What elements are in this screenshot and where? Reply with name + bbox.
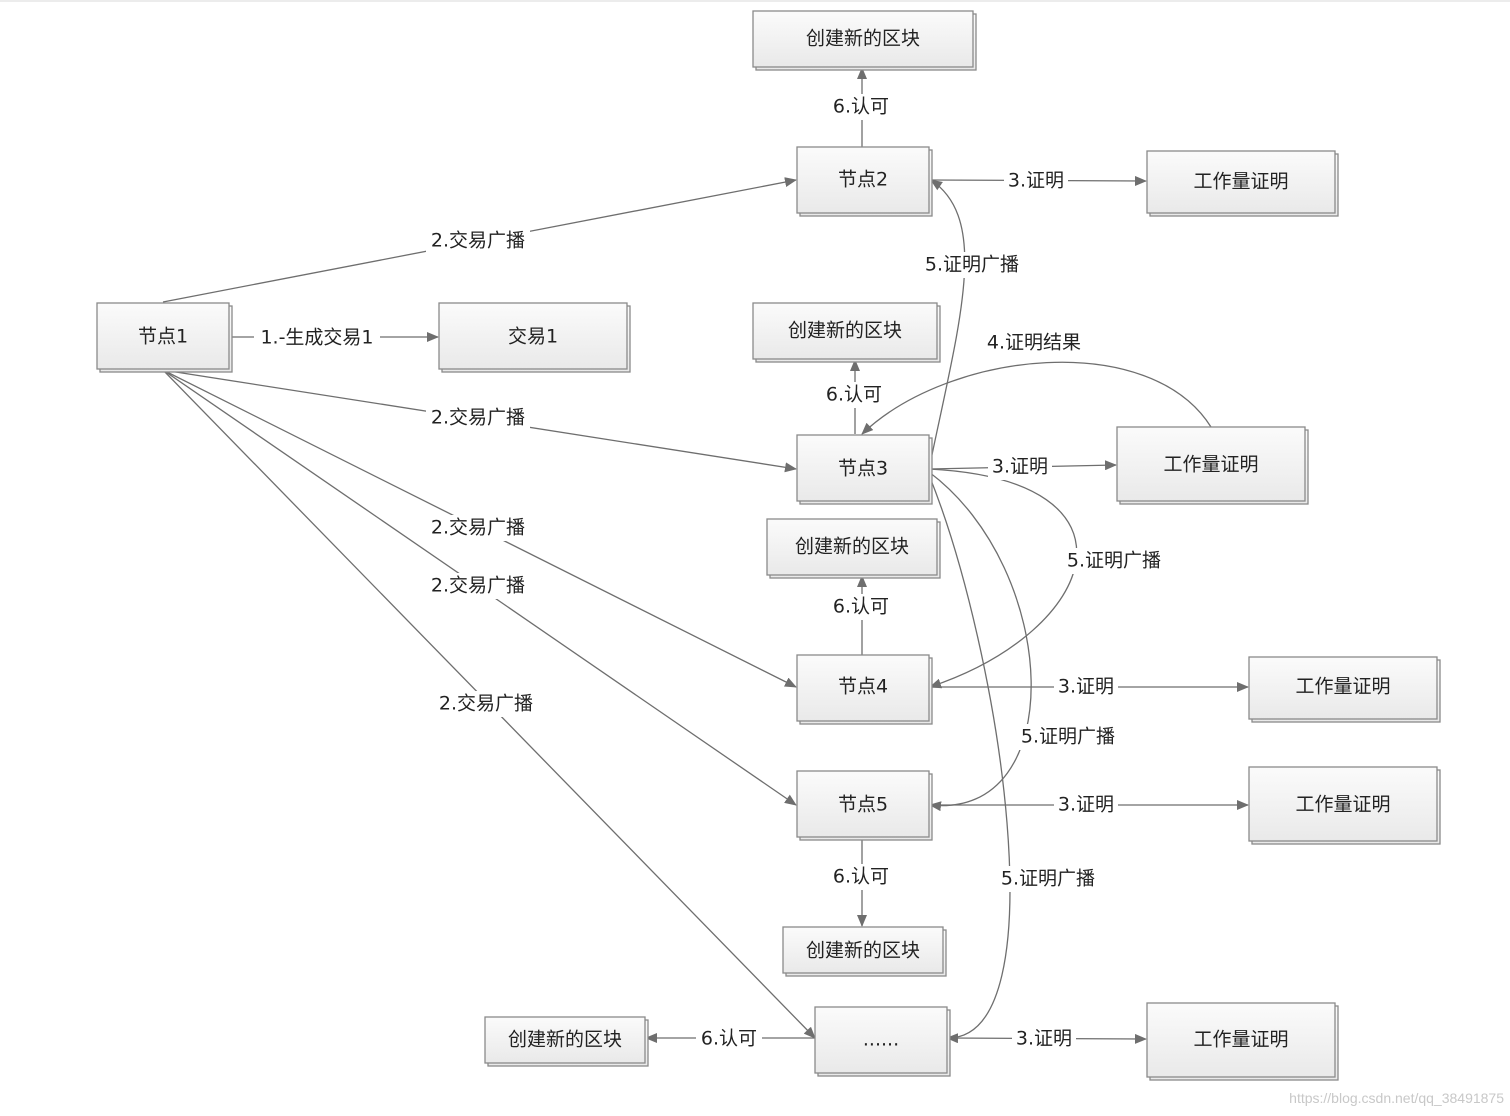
edge-label-text: 2.交易广播 (431, 575, 525, 597)
edge-proof-broadcast-node5 (928, 471, 1032, 812)
edge-label-text: 2.交易广播 (431, 230, 525, 252)
proof-of-work-label: 工作量证明 (1163, 454, 1258, 476)
edge-label-text: 6.认可 (833, 96, 889, 118)
edge-label-text: 6.认可 (833, 866, 889, 888)
edge-label-proof-broadcast-node2: 5.证明广播 (920, 252, 1024, 278)
node-4-label: 节点4 (838, 676, 888, 698)
proof-of-work-label: 工作量证明 (1193, 1029, 1288, 1051)
edge-label-text: 5.证明广播 (925, 254, 1019, 276)
edge-label-prove-node3: 3.证明 (988, 454, 1052, 480)
edge-label-prove-node2: 3.证明 (1004, 168, 1068, 194)
proof-of-work-label: 工作量证明 (1295, 676, 1390, 698)
proof-of-work-node-3-box: 工作量证明 (1116, 426, 1309, 505)
create-block-label: 创建新的区块 (788, 320, 902, 342)
proof-of-work-label: 工作量证明 (1193, 171, 1288, 193)
edge-label-ack-more: 6.认可 (696, 1026, 762, 1052)
node-more-label: ...... (863, 1029, 899, 1051)
node-1-box: 节点1 (96, 302, 233, 373)
node-3-box: 节点3 (796, 434, 933, 505)
edge-label-text: 3.证明 (1008, 170, 1064, 192)
edge-label-generate-transaction: 1.-生成交易1 (254, 324, 380, 350)
create-block-node-3-box: 创建新的区块 (752, 302, 941, 363)
node-5-box: 节点5 (796, 770, 933, 841)
edge-proof-result-node3 (861, 361, 1212, 435)
edge-label-text: 2.交易广播 (439, 693, 533, 715)
create-block-label: 创建新的区块 (806, 940, 920, 962)
node-more-box: ...... (814, 1006, 951, 1077)
edge-label-text: 2.交易广播 (431, 517, 525, 539)
edge-label-broadcast-node4: 2.交易广播 (426, 515, 530, 541)
edge-label-broadcast-node5: 2.交易广播 (426, 573, 530, 599)
edge-label-text: 2.交易广播 (431, 407, 525, 429)
edge-label-prove-node5: 3.证明 (1054, 792, 1118, 818)
edge-proof-broadcast-node2 (928, 179, 966, 470)
edge-label-prove-node4: 3.证明 (1054, 674, 1118, 700)
edge-label-ack-node5: 6.认可 (828, 864, 894, 890)
edge-label-text: 1.-生成交易1 (260, 327, 373, 349)
create-block-label: 创建新的区块 (806, 28, 920, 50)
edge-label-proof-broadcast-more: 5.证明广播 (996, 866, 1100, 892)
transaction-1-label: 交易1 (508, 326, 558, 348)
edge-label-text: 3.证明 (1058, 794, 1114, 816)
edge-label-ack-node4: 6.认可 (828, 594, 894, 620)
edge-proof-broadcast-more (928, 474, 1011, 1044)
edge-label-text: 5.证明广播 (1067, 550, 1161, 572)
node-1-label: 节点1 (138, 326, 188, 348)
edge-label-text: 6.认可 (833, 596, 889, 618)
edge-labels: 1.-生成交易1 2.交易广播 2.交易广播 2.交易广播 2.交易广播 2.交… (254, 94, 1166, 1052)
proof-of-work-node-2-box: 工作量证明 (1146, 150, 1339, 217)
edge-label-text: 3.证明 (992, 456, 1048, 478)
create-block-label: 创建新的区块 (795, 536, 909, 558)
edge-label-ack-node3: 6.认可 (821, 382, 887, 408)
edge-label-proof-result-node3: 4.证明结果 (987, 332, 1081, 354)
nodes: 节点1 交易1 节点2 节点3 节点4 节点5 (96, 10, 1441, 1081)
create-block-node-5-box: 创建新的区块 (782, 926, 947, 977)
edge-label-proof-broadcast-node4: 5.证明广播 (1062, 548, 1166, 574)
create-block-node-4-box: 创建新的区块 (766, 518, 941, 579)
edge-label-broadcast-node3: 2.交易广播 (426, 405, 530, 431)
edge-label-text: 4.证明结果 (987, 332, 1081, 354)
node-2-box: 节点2 (796, 146, 933, 217)
edge-label-proof-broadcast-node5: 5.证明广播 (1016, 724, 1120, 750)
edge-label-text: 6.认可 (701, 1028, 757, 1050)
edge-label-text: 6.认可 (826, 384, 882, 406)
node-3-label: 节点3 (838, 458, 888, 480)
proof-of-work-label: 工作量证明 (1295, 794, 1390, 816)
node-5-label: 节点5 (838, 794, 888, 816)
edge-label-text: 5.证明广播 (1001, 868, 1095, 890)
edge-label-broadcast-node2: 2.交易广播 (426, 228, 530, 254)
proof-of-work-more-box: 工作量证明 (1146, 1002, 1339, 1081)
create-block-more-box: 创建新的区块 (484, 1016, 649, 1067)
edge-label-ack-node2: 6.认可 (828, 94, 894, 120)
proof-of-work-node-4-box: 工作量证明 (1248, 656, 1441, 723)
watermark-url: https://blog.csdn.net/qq_38491875 (1289, 1090, 1504, 1106)
edge-label-prove-more: 3.证明 (1012, 1026, 1076, 1052)
edge-label-broadcast-more: 2.交易广播 (434, 691, 538, 717)
create-block-node-2-box: 创建新的区块 (752, 10, 977, 71)
edge-label-text: 3.证明 (1016, 1028, 1072, 1050)
edge-label-text: 3.证明 (1058, 676, 1114, 698)
edge-proof-broadcast-node4 (928, 468, 1078, 689)
edge-label-text: 5.证明广播 (1021, 726, 1115, 748)
transaction-1-box: 交易1 (438, 302, 631, 373)
proof-of-work-node-5-box: 工作量证明 (1248, 766, 1441, 845)
node-2-label: 节点2 (838, 169, 888, 191)
node-4-box: 节点4 (796, 654, 933, 725)
create-block-label: 创建新的区块 (508, 1029, 622, 1051)
